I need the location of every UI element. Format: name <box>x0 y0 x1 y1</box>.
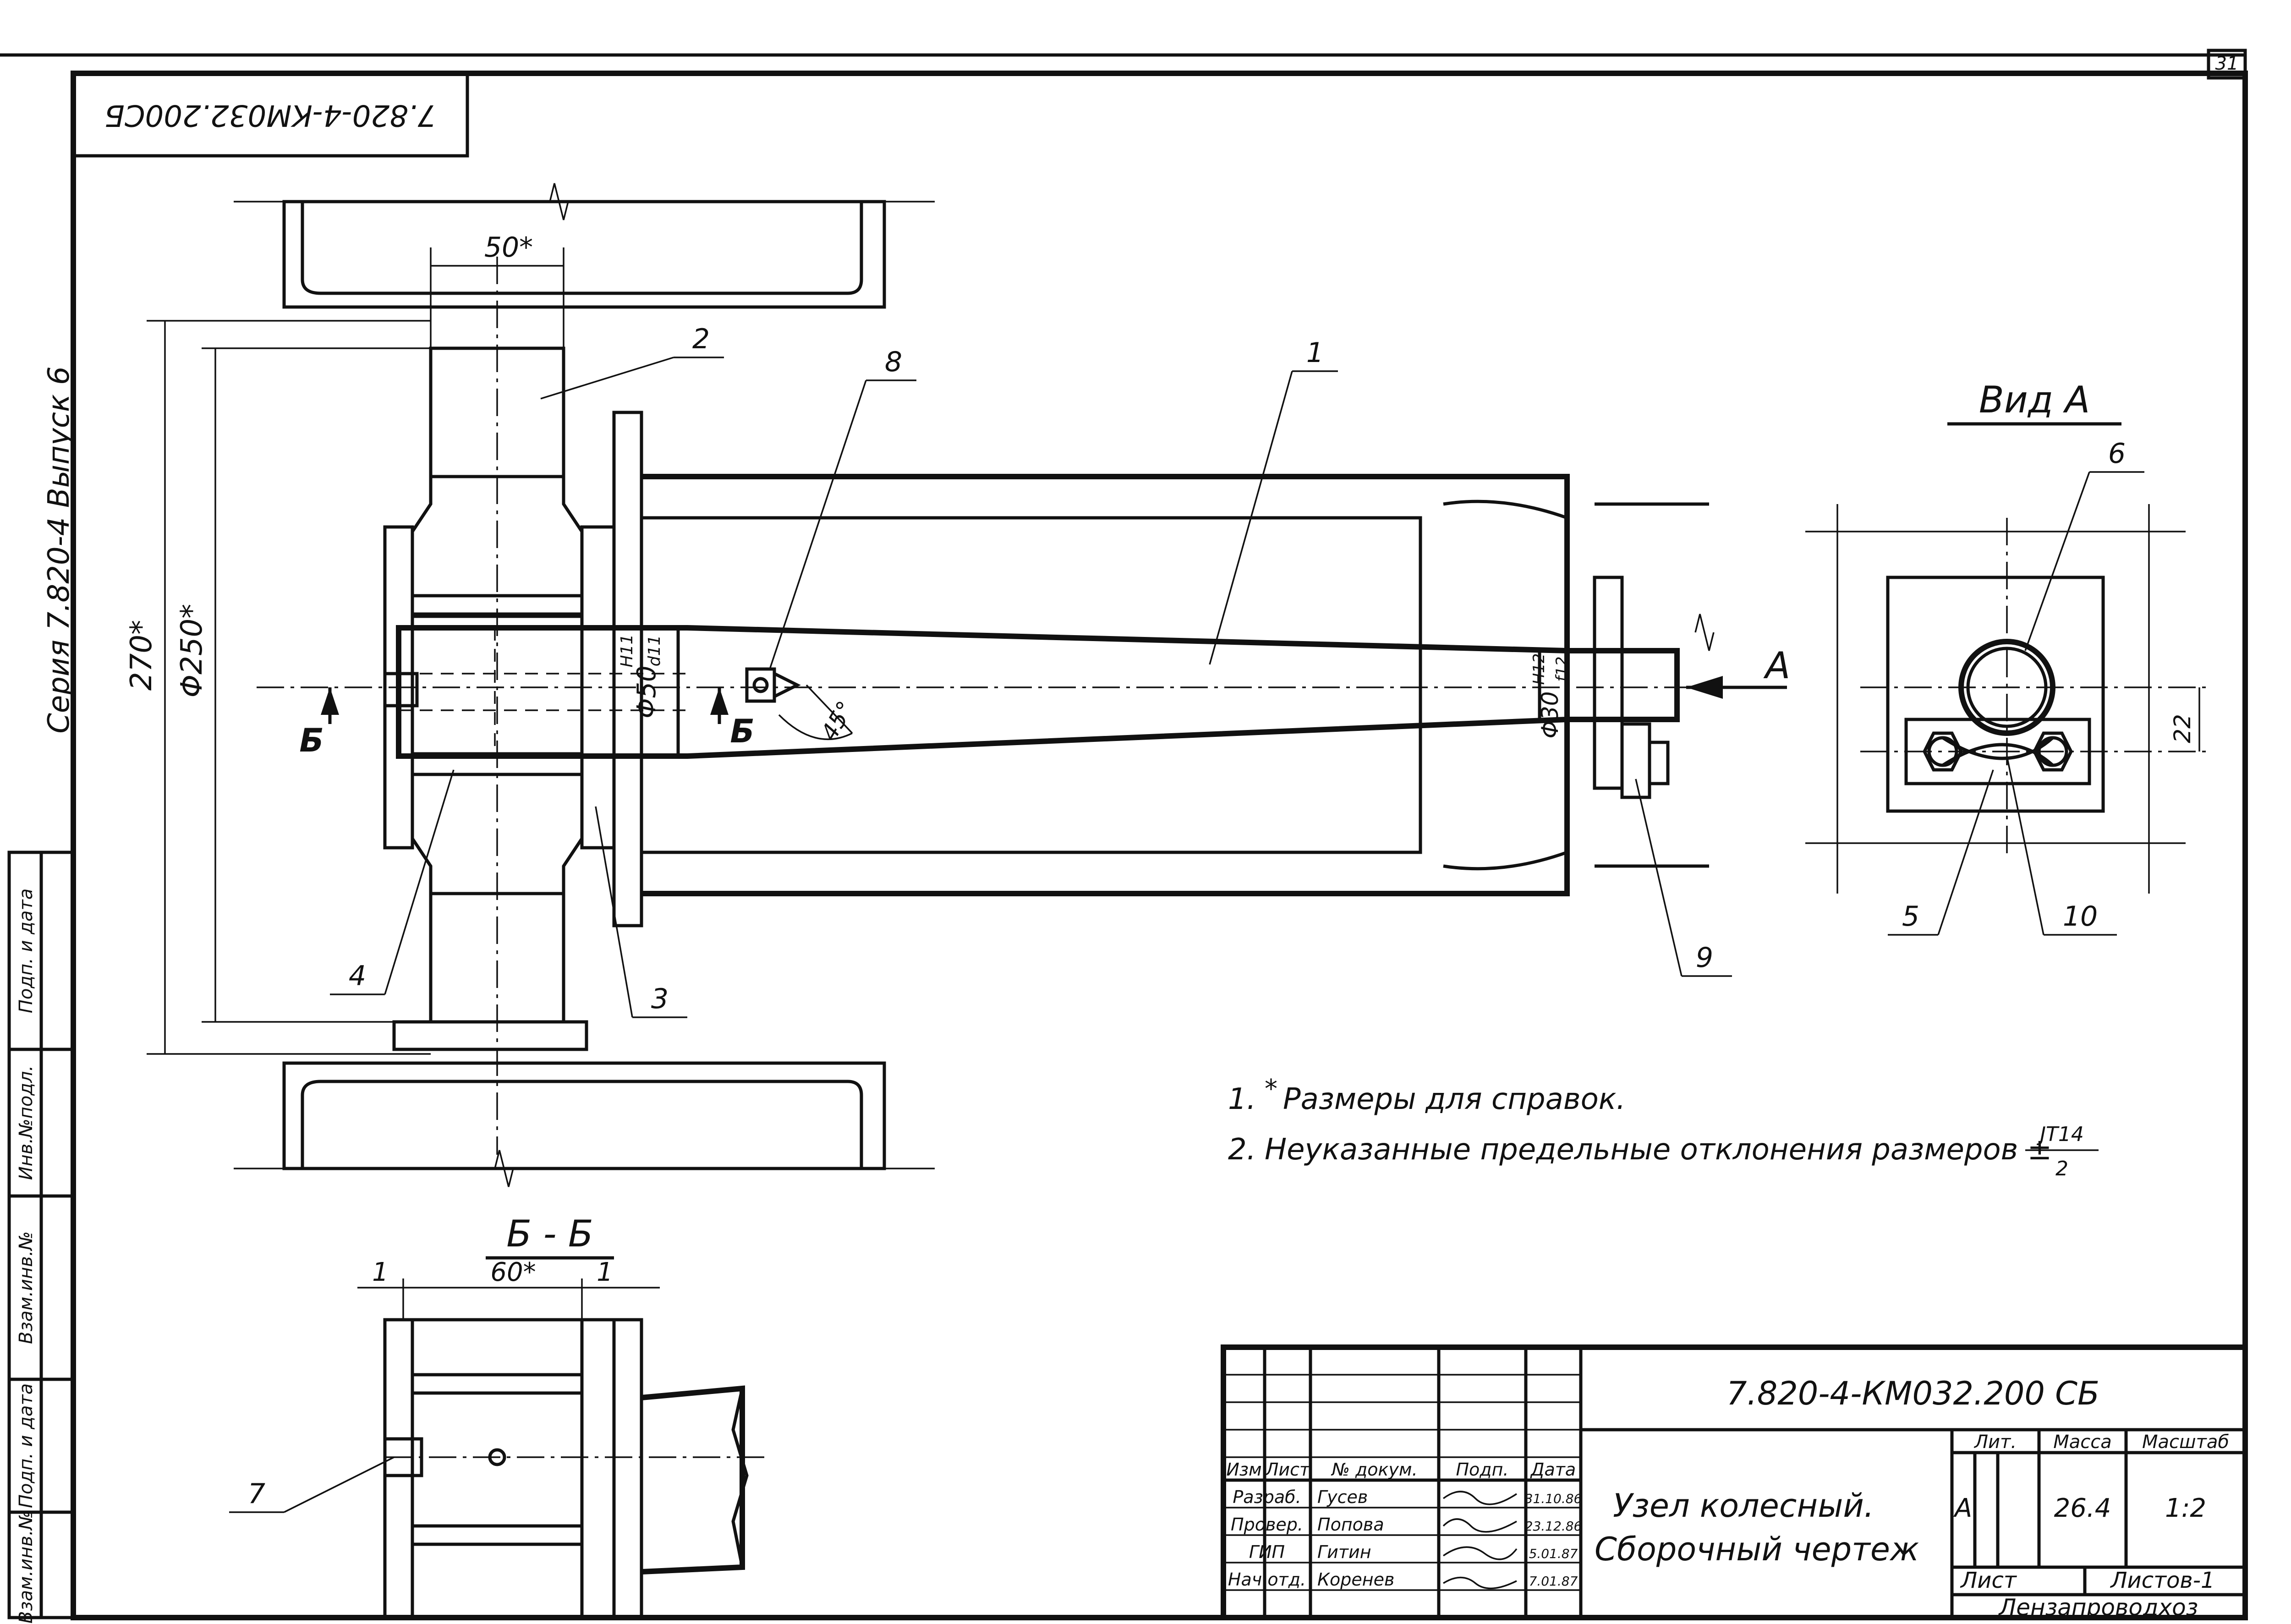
lit-value: А <box>1953 1493 1972 1523</box>
row-role: Нач.отд. <box>1228 1569 1306 1590</box>
wheel-rim-bottom <box>429 892 565 1024</box>
margin-label: Взам.инв.№ <box>16 1511 37 1624</box>
drawing-name-1: Узел колесный. <box>1613 1487 1874 1525</box>
lit-label: Лит. <box>1973 1432 2017 1453</box>
page-number: 31 <box>2215 53 2239 74</box>
margin-label: Подп. и дата <box>16 1383 37 1508</box>
note-1-star: * <box>1265 1074 1277 1104</box>
row-date: 7.01.87 <box>1529 1574 1578 1589</box>
section-bb-title: Б - Б <box>506 1213 593 1255</box>
drawing-designation: 7.820-4-КМ032.200 СБ <box>1726 1375 2099 1412</box>
section-mark-right: Б <box>730 713 754 750</box>
section-mark-left: Б <box>299 722 323 759</box>
row-date: 5.01.87 <box>1529 1546 1578 1561</box>
callout-2: 2 <box>692 323 710 355</box>
callout-5: 5 <box>1902 900 1919 933</box>
row-date: 23.12.86 <box>1525 1519 1582 1534</box>
note-2-frac-top: JT14 <box>2036 1123 2084 1146</box>
dim-60: 60* <box>490 1257 536 1287</box>
signature <box>1442 1546 1518 1560</box>
nut-9 <box>1620 722 1651 799</box>
note-2-number: 2. <box>1228 1133 1256 1167</box>
nipple-7 <box>383 1437 423 1477</box>
signature <box>1443 1576 1517 1590</box>
note-1-text: Размеры для справок. <box>1283 1082 1626 1116</box>
margin-label: Подп. и дата <box>16 889 37 1013</box>
dim-shaft-50: Φ50 <box>632 665 662 718</box>
view-a: Вид А 22 6 5 10 <box>1805 379 2209 936</box>
view-a-title: Вид А <box>1979 379 2090 421</box>
dim-1-right: 1 <box>597 1257 613 1287</box>
margin-label: Взам.инв.№ <box>16 1231 37 1344</box>
row-name: Гусев <box>1317 1487 1368 1507</box>
mirrored-stamp: 7.820-4-КМ032.200СБ <box>104 98 436 132</box>
view-arrow-a: А <box>1763 644 1791 687</box>
row-name: Коренев <box>1317 1569 1394 1590</box>
lock-washer <box>1942 736 2054 767</box>
mass-label: Масса <box>2053 1432 2112 1453</box>
callout-8: 8 <box>885 346 902 378</box>
mass-value: 26.4 <box>2054 1493 2111 1523</box>
dim-22: 22 <box>2169 714 2196 743</box>
hdr-doc: № докум. <box>1331 1459 1417 1480</box>
organization: Лензапроводхоз <box>1998 1594 2198 1621</box>
main-view: 50* 270* Φ250* Φ50 H11 d11 Φ30 H12 f12 4… <box>125 183 1790 1187</box>
callout-4: 4 <box>349 960 366 992</box>
dim-270: 270* <box>125 620 159 691</box>
dim-250: Φ250* <box>175 604 209 698</box>
note-2-frac-bottom: 2 <box>2055 1157 2068 1180</box>
callout-1: 1 <box>1306 337 1324 369</box>
rail-top <box>282 200 886 309</box>
scale-label: Масштаб <box>2142 1432 2229 1453</box>
angle-45: 45° <box>816 697 859 745</box>
callout-10: 10 <box>2063 900 2098 933</box>
end-plate-right <box>1593 576 1624 790</box>
row-name: Гитин <box>1317 1542 1371 1562</box>
fit-h11: H11 <box>618 634 636 668</box>
mirrored-stamp-box <box>71 71 469 158</box>
note-2-text: Неуказанные предельные отклонения размер… <box>1265 1133 2052 1167</box>
row-role: Провер. <box>1231 1514 1303 1535</box>
callout-9: 9 <box>1696 942 1713 974</box>
callout-7: 7 <box>248 1478 265 1510</box>
row-role: ГИП <box>1249 1542 1285 1562</box>
hdr-date: Дата <box>1530 1459 1576 1480</box>
margin-label: Инв.№подл. <box>16 1065 37 1180</box>
axle <box>396 625 1680 759</box>
row-date: 31.10.86 <box>1525 1491 1582 1506</box>
sheet-label: Лист <box>1960 1568 2017 1593</box>
hdr-list: Лист <box>1265 1459 1310 1480</box>
notes: 1. * Размеры для справок. 2. Неуказанные… <box>1228 1074 2099 1180</box>
dim-50: 50* <box>484 231 533 263</box>
callout-6: 6 <box>2108 438 2126 470</box>
title-block: Изм Лист № докум. Подп. Дата Разраб. Гус… <box>1221 1344 2248 1621</box>
left-margin: Серия 7.820-4 Выпуск 6 Подп. и дата Инв.… <box>7 366 76 1624</box>
rail-bottom <box>282 1061 886 1170</box>
callout-3: 3 <box>651 983 669 1015</box>
scale-value: 1:2 <box>2165 1493 2206 1523</box>
dim-shaft-30: Φ30 <box>1537 691 1563 739</box>
note-1-number: 1. <box>1228 1082 1256 1116</box>
series-label: Серия 7.820-4 Выпуск 6 <box>42 366 76 734</box>
hdr-izm: Изм <box>1226 1459 1261 1480</box>
row-name: Попова <box>1317 1514 1384 1535</box>
page-number-box <box>2207 49 2247 80</box>
grease-nipple <box>745 667 776 703</box>
row-role: Разраб. <box>1233 1487 1301 1507</box>
signature <box>1442 1518 1517 1533</box>
signature <box>1442 1491 1517 1505</box>
drawing-name-2: Сборочный чертеж <box>1595 1531 1919 1568</box>
fit-h12: H12 <box>1530 653 1548 685</box>
fit-f12: f12 <box>1553 656 1571 681</box>
section-bb: Б - Б 60* 1 1 7 <box>229 1213 770 1619</box>
hdr-podp: Подп. <box>1456 1459 1508 1480</box>
fit-d11: d11 <box>645 635 664 667</box>
sheets-label: Листов-1 <box>2110 1568 2214 1593</box>
dim-1-left: 1 <box>372 1257 389 1287</box>
end-plate <box>1886 576 2105 813</box>
flange-plate <box>612 411 643 927</box>
